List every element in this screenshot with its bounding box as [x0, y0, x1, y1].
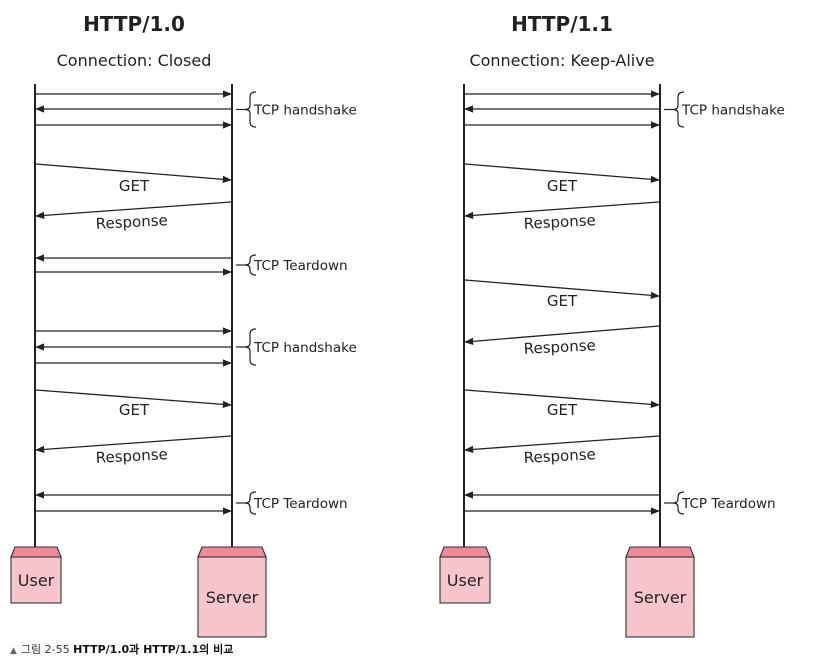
get-label: GET [119, 177, 150, 195]
get-arrow [35, 389, 232, 409]
handshake-label: TCP handshake [253, 340, 357, 356]
server-box-lid [197, 546, 267, 558]
user-box-body [10, 556, 62, 604]
request-group: GET Response [464, 389, 660, 467]
user-box: User [439, 546, 491, 604]
user-box: User [10, 546, 62, 604]
caption-marker: ▲ [10, 646, 17, 656]
teardown-label: TCP Teardown [681, 496, 776, 512]
request-group: GET Response [464, 163, 660, 233]
request-group: GET Response [464, 279, 660, 358]
user-box-label: User [18, 571, 55, 590]
panel-title: HTTP/1.0 [83, 12, 185, 36]
user-box-label: User [447, 571, 484, 590]
get-label: GET [119, 401, 150, 419]
teardown-label: TCP Teardown [253, 496, 348, 512]
get-arrow [35, 163, 232, 183]
response-label: Response [95, 445, 168, 467]
user-box-lid [439, 546, 491, 558]
panel-subtitle: Connection: Closed [57, 51, 212, 70]
response-label: Response [523, 445, 596, 467]
response-arrow [35, 201, 232, 220]
teardown-group: TCP Teardown [35, 254, 348, 276]
server-box-label: Server [634, 588, 687, 607]
response-label: Response [523, 211, 596, 233]
handshake-group: TCP handshake [35, 327, 357, 367]
panel-title: HTTP/1.1 [511, 12, 613, 36]
caption-text: HTTP/1.0과 HTTP/1.1의 비교 [73, 643, 234, 656]
server-box: Server [625, 546, 695, 638]
response-arrow [35, 435, 232, 454]
handshake-group: TCP handshake [35, 90, 357, 129]
figure-caption: ▲그림 2-55 HTTP/1.0과 HTTP/1.1의 비교 [10, 641, 233, 657]
response-arrow [464, 435, 660, 454]
caption-prefix: 그림 2-55 [20, 643, 70, 656]
request-group: GET Response [35, 163, 232, 233]
handshake-label: TCP handshake [681, 103, 785, 119]
server-box-body [625, 556, 695, 638]
handshake-group: TCP handshake [464, 90, 785, 129]
get-label: GET [547, 177, 578, 195]
response-arrow [464, 325, 660, 345]
get-label: GET [547, 401, 578, 419]
get-arrow [464, 163, 660, 183]
response-label: Response [95, 211, 168, 233]
get-label: GET [547, 292, 578, 310]
server-box: Server [197, 546, 267, 638]
request-group: GET Response [35, 389, 232, 467]
server-box-label: Server [206, 588, 259, 607]
server-box-lid [625, 546, 695, 558]
server-box-body [197, 556, 267, 638]
panel-subtitle: Connection: Keep-Alive [469, 51, 654, 70]
handshake-label: TCP handshake [253, 103, 357, 119]
teardown-group: TCP Teardown [464, 491, 776, 515]
get-arrow [464, 389, 660, 408]
teardown-group: TCP Teardown [35, 491, 348, 515]
user-box-body [439, 556, 491, 604]
get-arrow [464, 279, 660, 299]
response-label: Response [523, 336, 596, 358]
user-box-lid [10, 546, 62, 558]
response-arrow [464, 201, 660, 220]
teardown-label: TCP Teardown [253, 258, 348, 274]
